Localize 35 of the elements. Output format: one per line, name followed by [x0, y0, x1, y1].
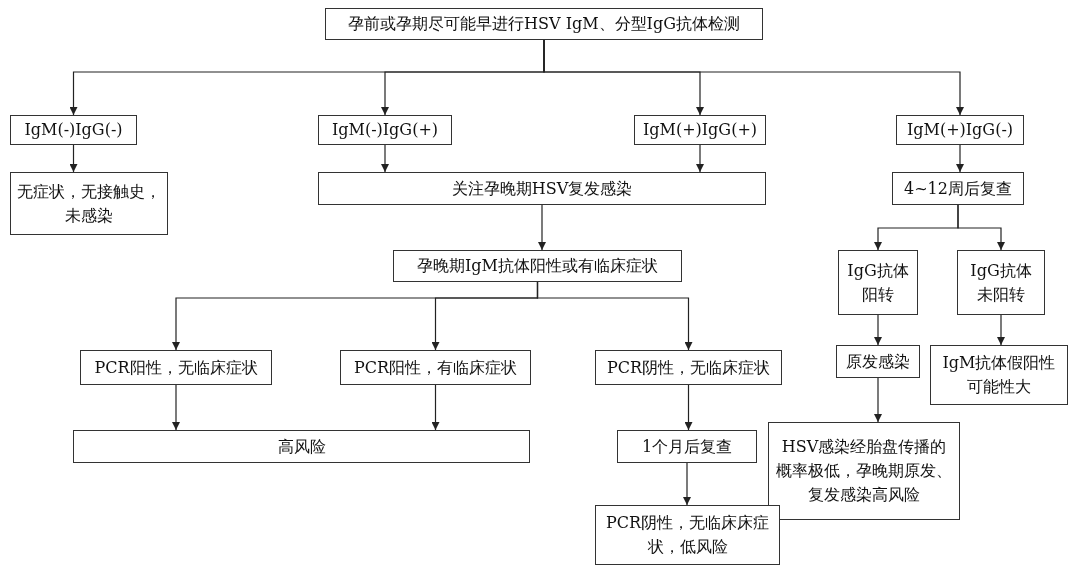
process-box: 无症状，无接触史，未感染 — [10, 172, 168, 235]
arrow — [874, 314, 882, 346]
process-box: IgM(+)IgG(+) — [634, 115, 766, 145]
process-box: PCR阳性，有临床症状 — [340, 350, 531, 385]
process-box: IgM(-)IgG(+) — [318, 115, 452, 145]
process-box: IgM(+)IgG(-) — [896, 115, 1024, 145]
process-box: PCR阳性，无临床症状 — [80, 350, 272, 385]
process-box: IgM(-)IgG(-) — [10, 115, 137, 145]
arrow — [997, 314, 1005, 346]
process-box: 高风险 — [73, 430, 530, 463]
process-box: 原发感染 — [836, 345, 920, 378]
arrow — [172, 384, 180, 431]
process-box: HSV感染经胎盘传播的概率极低，孕晚期原发、复发感染高风险 — [768, 422, 960, 520]
process-box: IgM抗体假阳性可能性大 — [930, 345, 1068, 405]
process-box: IgG抗体阳转 — [838, 250, 918, 315]
arrow — [543, 39, 964, 116]
process-box: PCR阴性，无临床床症状，低风险 — [595, 505, 780, 565]
arrow — [957, 204, 1005, 251]
arrow — [956, 144, 964, 173]
arrow — [874, 377, 882, 423]
process-box: PCR阴性，无临床症状 — [595, 350, 782, 385]
arrow — [381, 144, 389, 173]
process-box: 关注孕晚期HSV复发感染 — [318, 172, 766, 205]
arrow — [69, 144, 78, 173]
process-box: 4~12周后复查 — [892, 172, 1024, 205]
arrow — [536, 281, 693, 351]
arrow — [696, 144, 704, 173]
arrow — [431, 384, 440, 431]
process-box: IgG抗体未阳转 — [957, 250, 1045, 315]
arrow — [683, 462, 691, 506]
arrow — [538, 204, 546, 251]
process-box: 孕前或孕期尽可能早进行HSV IgM、分型IgG抗体检测 — [325, 8, 763, 40]
process-box: 1个月后复查 — [617, 430, 757, 463]
arrow — [684, 384, 693, 431]
process-box: 孕晚期IgM抗体阳性或有临床症状 — [393, 250, 682, 282]
